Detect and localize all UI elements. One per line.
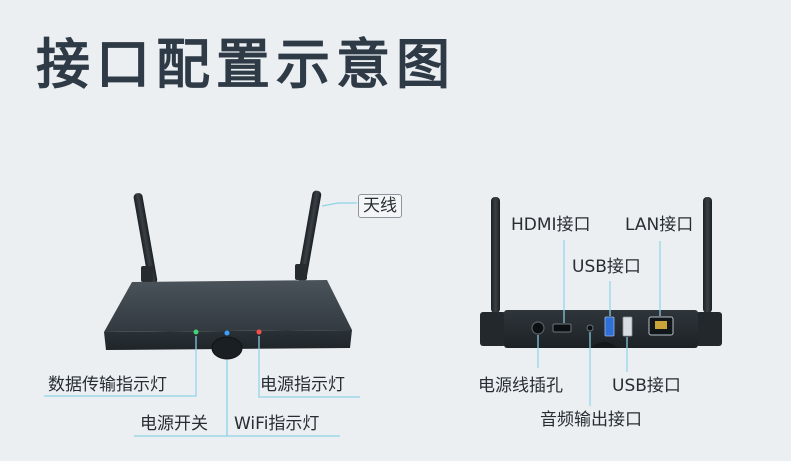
- left-antenna-2: [297, 190, 322, 282]
- usb-port-blue: [604, 316, 615, 337]
- right-device: [480, 197, 722, 348]
- wifi-led-label: WiFi指示灯: [234, 414, 320, 434]
- left-device-top: [104, 280, 352, 332]
- data-led: [193, 329, 199, 335]
- power-led: [256, 329, 262, 335]
- hdmi-port: [552, 323, 572, 333]
- left-antenna-1: [133, 193, 158, 284]
- power-led-label: 电源指示灯: [260, 375, 345, 395]
- usb-label-top: USB接口: [572, 257, 641, 277]
- left-leader-lines: [44, 202, 360, 437]
- power-jack: [531, 321, 545, 335]
- antenna-label: 天线: [358, 194, 402, 218]
- lan-label: LAN接口: [625, 215, 694, 235]
- right-antenna-1: [491, 197, 500, 313]
- usb-label-bottom: USB接口: [612, 376, 681, 396]
- left-device: [104, 190, 352, 360]
- audio-port: [586, 324, 594, 332]
- hdmi-label: HDMI接口: [511, 215, 591, 235]
- page-title: 接口配置示意图: [36, 33, 456, 96]
- power-button: [211, 336, 243, 360]
- right-leader-lines: [537, 240, 661, 406]
- wifi-led: [224, 330, 230, 336]
- data-led-label: 数据传输指示灯: [48, 375, 167, 395]
- power-switch-label: 电源开关: [140, 414, 208, 434]
- right-antenna-2: [703, 197, 712, 313]
- usb-port-white: [622, 316, 633, 337]
- power-jack-label: 电源线插孔: [478, 376, 563, 396]
- audio-label: 音频输出接口: [540, 410, 642, 430]
